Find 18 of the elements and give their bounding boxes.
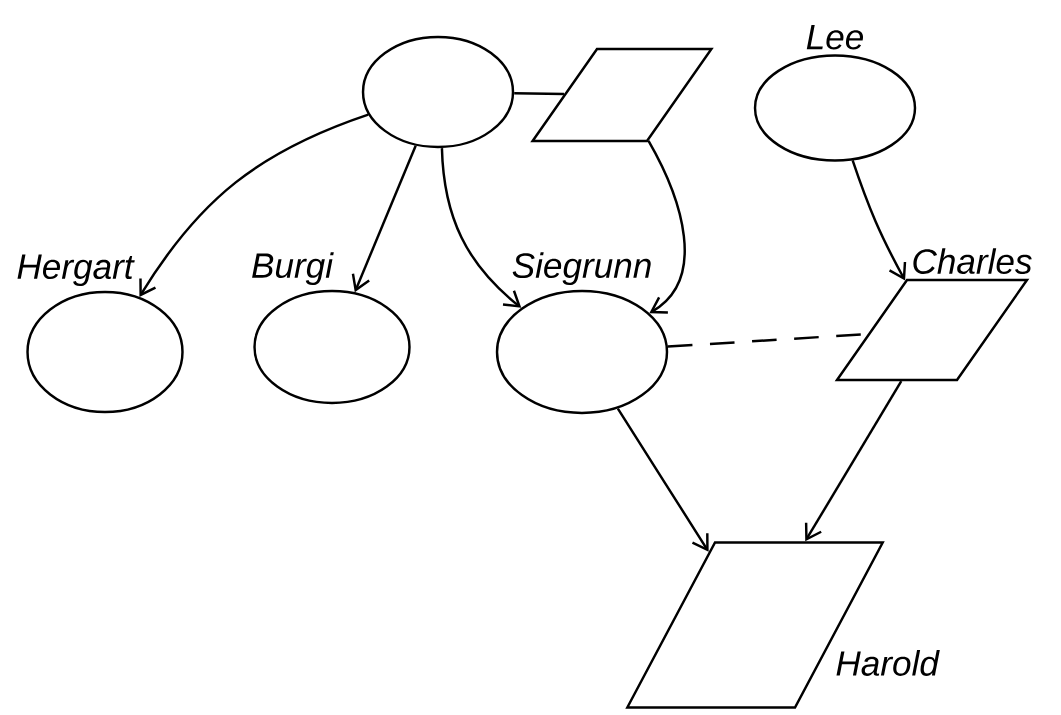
node-label: Siegrunn: [512, 252, 651, 286]
ellipse-node: [361, 35, 515, 149]
arrow: [139, 113, 369, 297]
connector-line: [514, 92, 564, 96]
node-label: Burgi: [252, 252, 334, 286]
ellipse-node: Burgi: [252, 252, 411, 405]
arrow: [351, 145, 417, 293]
ellipse-node: Siegrunn: [495, 252, 669, 415]
node-label: Lee: [806, 25, 864, 50]
ellipse-node: Lee: [753, 25, 917, 162]
arrow: [647, 140, 686, 314]
ellipse-node: Hergart: [17, 254, 184, 414]
arrow: [851, 160, 907, 281]
node-label: Hergart: [17, 254, 135, 287]
arrow: [616, 407, 709, 552]
arrow: [804, 380, 903, 542]
node-label: Charles: [913, 248, 1032, 274]
arrow: [440, 148, 522, 308]
